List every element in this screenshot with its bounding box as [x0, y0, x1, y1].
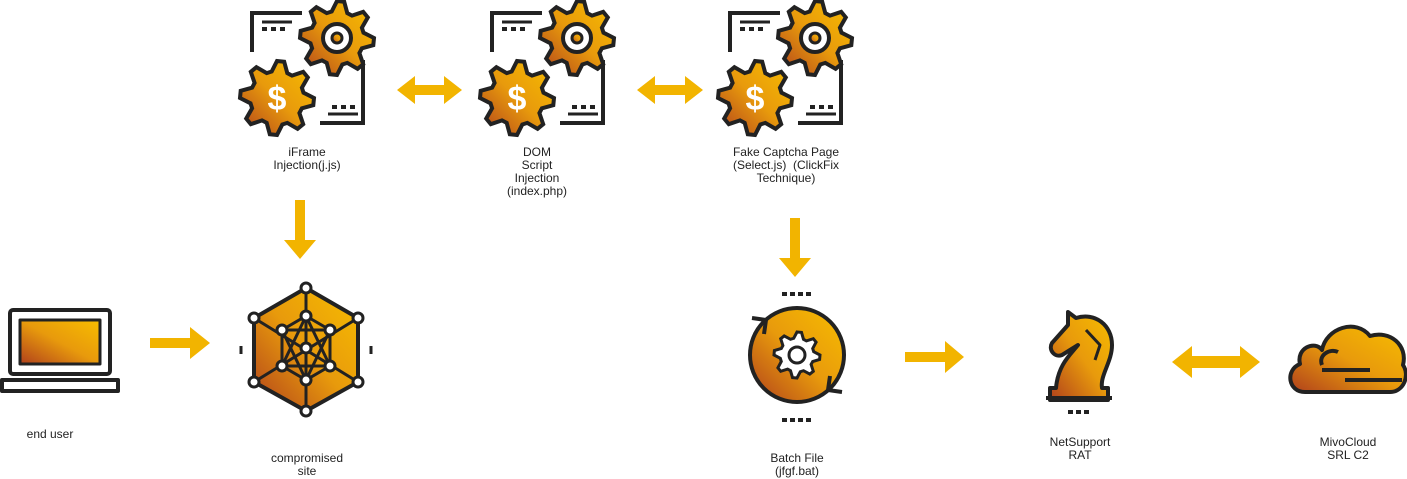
label-end-user: end user	[26, 427, 74, 441]
laptop-icon	[0, 308, 120, 393]
label-netsupport-rat: NetSupport RAT	[1049, 435, 1111, 462]
cloud-icon	[1288, 324, 1407, 394]
gear-cycle-icon	[748, 292, 846, 422]
network-node	[299, 309, 313, 323]
double-arrow-2	[637, 76, 703, 104]
svg-text:$: $	[508, 80, 527, 118]
network-node	[351, 375, 365, 389]
right-arrow-2	[905, 341, 964, 373]
label-fake-captcha: Fake Captcha Page (Select.js) (ClickFix …	[732, 145, 840, 185]
right-arrow-1	[150, 327, 210, 359]
network-node	[351, 311, 365, 325]
network-node	[299, 373, 313, 387]
network-node	[247, 311, 261, 325]
network-node	[323, 359, 337, 373]
svg-text:$: $	[746, 80, 765, 118]
label-dom-injection: DOM Script Injection (index.php)	[506, 145, 568, 198]
label-batch-file: Batch File (jfgf.bat)	[770, 451, 824, 478]
chess-knight-icon	[1046, 310, 1114, 414]
gear-dollar-document-icon: $	[477, 0, 617, 138]
network-node	[299, 281, 313, 295]
network-node	[299, 404, 313, 418]
down-arrow-1	[284, 200, 316, 259]
network-node	[275, 359, 289, 373]
gear-dollar-document-icon: $	[715, 0, 855, 138]
label-c2: MivoCloud SRL C2	[1319, 435, 1377, 462]
network-node	[275, 323, 289, 337]
label-compromised-site: compromised site	[270, 451, 344, 478]
network-node	[299, 341, 313, 355]
svg-text:$: $	[268, 80, 287, 118]
network-node	[247, 375, 261, 389]
down-arrow-2	[779, 218, 811, 277]
label-iframe-injection: iFrame Injection(j.js)	[273, 145, 341, 172]
gear-dollar-document-icon: $	[237, 0, 377, 138]
network-node	[323, 323, 337, 337]
network-hexagon-icon	[239, 281, 373, 418]
double-arrow-3	[1172, 346, 1260, 378]
double-arrow-1	[397, 76, 462, 104]
